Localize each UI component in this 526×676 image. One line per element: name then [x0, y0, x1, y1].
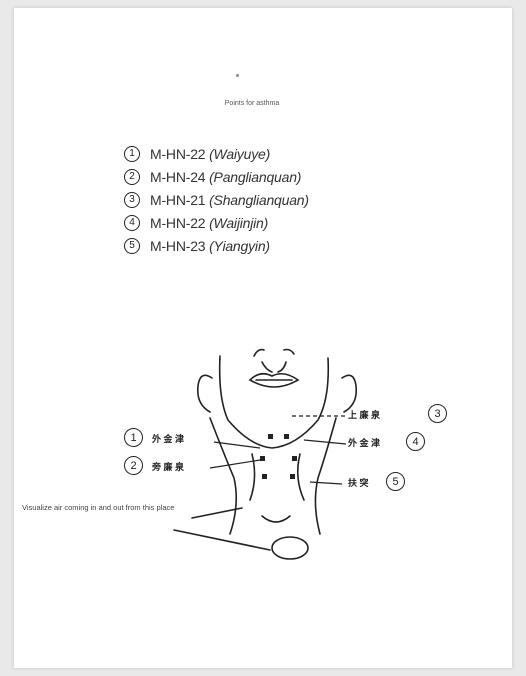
acupoint-marker: [268, 434, 273, 439]
label-panglianquan: 旁 廉 泉: [152, 460, 184, 473]
collarbone-notch: [262, 516, 290, 522]
label-futu: 扶 突: [348, 476, 369, 489]
label-circle-5: 5: [386, 472, 405, 491]
ear-left: [198, 375, 212, 412]
label-waijinjin-right: 外 金 津: [348, 436, 380, 449]
acupoint-marker: [292, 456, 297, 461]
visualization-note: Visualize air coming in and out from thi…: [22, 502, 182, 513]
suprasternal-notch-oval: [272, 537, 308, 559]
face-neck-illustration: [14, 8, 512, 668]
acupoint-marker: [262, 474, 267, 479]
eyebrow-right: [284, 350, 294, 355]
nose-left: [262, 362, 272, 372]
label-shanglianquan: 上 廉 泉: [348, 408, 380, 421]
leader-line-5: [310, 482, 342, 484]
label-circle-3: 3: [428, 404, 447, 423]
ear-right: [342, 375, 356, 412]
acupoint-marker: [284, 434, 289, 439]
label-circle-1: 1: [124, 428, 143, 447]
acupoint-marker: [260, 456, 265, 461]
jawline: [220, 356, 329, 448]
label-circle-2: 2: [124, 456, 143, 475]
document-page: Points for asthma 1 M-HN-22 (Waiyuye) 2 …: [14, 8, 512, 668]
throat-right: [298, 454, 304, 500]
note-pointer-line: [174, 530, 270, 550]
acupoint-marker: [290, 474, 295, 479]
nose-right: [278, 362, 286, 372]
leader-line-4: [304, 440, 346, 444]
neck-right: [315, 418, 336, 534]
eyebrow-left: [254, 350, 264, 356]
label-circle-4: 4: [406, 432, 425, 451]
neck-left: [210, 418, 236, 534]
label-waijinjin-left: 外 金 津: [152, 432, 184, 445]
leader-line-2: [210, 460, 260, 468]
